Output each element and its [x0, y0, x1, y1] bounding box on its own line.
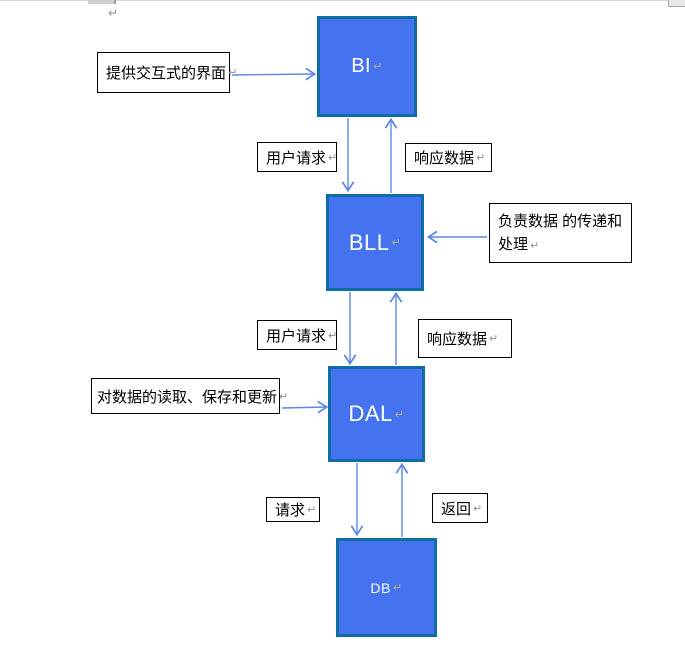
callout-data-transfer-line1: 负责数据 的传递和: [498, 213, 623, 230]
node-bi[interactable]: BI↵: [317, 16, 417, 117]
page-top-border: [0, 0, 685, 1]
node-dal-label: DAL: [348, 401, 393, 426]
paragraph-return-mark: ↵: [108, 6, 119, 20]
node-db-label: DB: [370, 579, 391, 596]
return-mark-icon: ↵: [473, 502, 483, 515]
arrow-provide-ui-to-bi[interactable]: [231, 74, 314, 75]
return-mark-icon: ↵: [228, 67, 238, 79]
return-mark-icon: ↵: [373, 61, 383, 73]
node-bi-label: BI: [351, 55, 372, 77]
callout-request[interactable]: 请求↵: [266, 497, 320, 522]
node-bll-label: BLL: [348, 229, 390, 255]
callout-response-data-1[interactable]: 响应数据↵: [405, 143, 492, 172]
callout-response-data-2-text: 响应数据: [427, 331, 488, 348]
callout-user-request-1-text: 用户请求: [266, 149, 327, 167]
node-dal[interactable]: DAL↵: [328, 366, 425, 462]
return-mark-icon: ↵: [530, 240, 540, 252]
callout-data-transfer-line2-text: 处理: [498, 236, 529, 253]
return-mark-icon: ↵: [307, 504, 317, 516]
callout-user-request-1[interactable]: 用户请求↵: [257, 142, 337, 172]
callout-user-request-2-text: 用户请求: [266, 327, 327, 345]
return-mark-icon: ↵: [279, 390, 289, 403]
node-db[interactable]: DB↵: [336, 538, 437, 637]
ui-fragment-right: [668, 0, 685, 7]
return-mark-icon: ↵: [328, 329, 338, 342]
return-mark-icon: ↵: [328, 151, 338, 164]
callout-data-transfer[interactable]: 负责数据 的传递和 处理↵: [489, 203, 632, 263]
callout-provide-ui[interactable]: 提供交互式的界面↵: [97, 52, 237, 93]
return-mark-icon: ↵: [392, 582, 403, 594]
callout-data-rw-text: 对数据的读取、保存和更新: [97, 388, 278, 406]
callout-user-request-2[interactable]: 用户请求↵: [257, 320, 337, 350]
callout-response-data-2[interactable]: 响应数据↵: [418, 319, 512, 358]
return-mark-icon: ↵: [391, 237, 402, 249]
callout-return-text: 返回: [441, 500, 472, 518]
callout-request-text: 请求: [275, 502, 306, 519]
callout-data-rw[interactable]: 对数据的读取、保存和更新↵: [91, 378, 288, 414]
callout-return[interactable]: 返回↵: [432, 493, 488, 523]
arrow-data-rw-to-dal[interactable]: [281, 407, 326, 408]
ui-fragment-left: [88, 0, 116, 4]
return-mark-icon: ↵: [476, 152, 486, 164]
callout-provide-ui-text: 提供交互式的界面: [106, 65, 227, 82]
node-bll[interactable]: BLL↵: [326, 194, 424, 291]
return-mark-icon: ↵: [489, 333, 499, 345]
callout-response-data-1-text: 响应数据: [414, 150, 475, 167]
return-mark-icon: ↵: [394, 408, 405, 421]
callout-data-transfer-line2: 处理↵: [498, 233, 623, 258]
